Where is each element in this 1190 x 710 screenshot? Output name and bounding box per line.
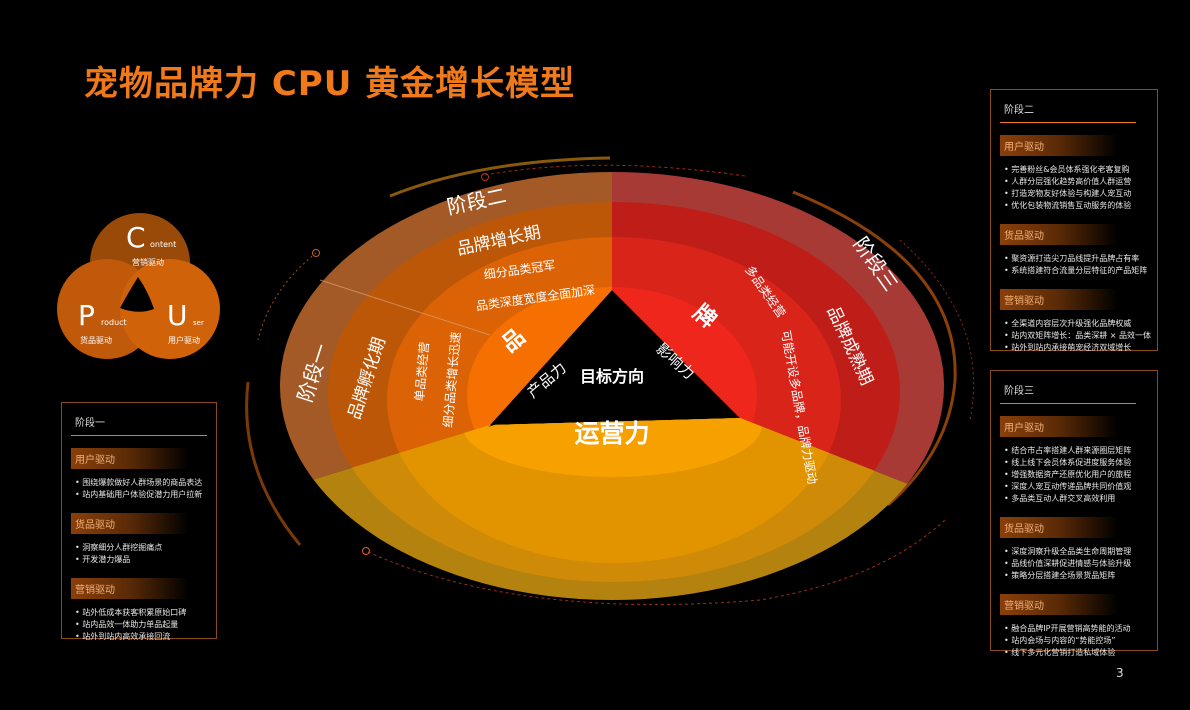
panel-section-header: 用户驱动 [71,448,189,469]
list-item: 线上线下会员体系促进度服务体验 [1004,457,1148,469]
panel-title: 阶段一 [71,411,207,436]
panel-title: 阶段二 [1000,98,1136,123]
list-item: 策略分层搭建全场景货品矩阵 [1004,570,1148,582]
list-item: 系统搭建符合流量分层特征的产品矩阵 [1004,265,1148,277]
panel-list: 结合市占率搭建人群来源圈层矩阵线上线下会员体系促进度服务体验增强数据资产还原优化… [1000,445,1148,505]
list-item: 站内基础用户体验促潜力用户拉新 [75,489,207,501]
list-item: 多品类互动人群交叉高效利用 [1004,493,1148,505]
venn-c-label: 营销驱动 [132,257,164,267]
decor-arc-top-dashed [484,164,746,177]
panel-list: 围绕爆款做好人群场景的商品表达站内基础用户体验促潜力用户拉新 [71,477,207,501]
venn-c-word: ontent [150,240,176,249]
panel-list: 深度洞察升级全品类生命周期管理品线价值深耕促进情感与体验升级策略分层搭建全场景货… [1000,546,1148,582]
venn-u-word: ser [193,319,204,327]
list-item: 人群分层强化趋势高价值人群运营 [1004,176,1148,188]
venn-center [120,277,154,312]
decor-dot [312,249,320,257]
venn-p-letter: P [78,299,95,332]
list-item: 品线价值深耕促进情感与体验升级 [1004,558,1148,570]
panel-list: 完善粉丝&会员体系强化老客复购人群分层强化趋势高价值人群运营打造宠物友好体验与构… [1000,164,1148,212]
decor-dot [362,547,370,555]
panel-list: 融合品牌IP开展营销高势能的活动站内会场与内容的“势能控场”线下多元化营销打造私… [1000,623,1148,659]
list-item: 增强数据资产还原优化用户的旅程 [1004,469,1148,481]
list-item: 打造宠物友好体验与构建人宠互动 [1004,188,1148,200]
panel-section-header: 营销驱动 [1000,594,1118,615]
venn-p-word: roduct [101,318,127,327]
list-item: 融合品牌IP开展营销高势能的活动 [1004,623,1148,635]
list-item: 站内品效一体助力单品起量 [75,619,207,631]
venn-u-label: 用户驱动 [168,335,200,345]
list-item: 完善粉丝&会员体系强化老客复购 [1004,164,1148,176]
target-direction-core [488,290,740,427]
list-item: 深度洞察升级全品类生命周期管理 [1004,546,1148,558]
decor-arc-left [245,381,302,546]
list-item: 聚资源打造尖刀品线提升品牌占有率 [1004,253,1148,265]
panel-list: 站外低成本获客积累原始口碑站内品效一体助力单品起量站外到站内高效承接回流 [71,607,207,643]
decor-arc-top [389,156,611,198]
ops-label: 运营力 [574,419,649,448]
center-label: 目标方向 [580,367,644,386]
stage2-panel: 阶段二用户驱动完善粉丝&会员体系强化老客复购人群分层强化趋势高价值人群运营打造宠… [990,89,1158,354]
venn-u-letter: U [167,299,188,332]
list-item: 站内双矩阵增长：品类深耕 × 品效一体 [1004,330,1151,342]
stage3-panel: 阶段三用户驱动结合市占率搭建人群来源圈层矩阵线上线下会员体系促进度服务体验增强数… [990,370,1158,657]
decor-arc-right-dashed [899,239,975,421]
venn-circle-user [120,259,220,359]
list-item: 站外低成本获客积累原始口碑 [75,607,207,619]
panel-section-header: 用户驱动 [1000,416,1118,437]
venn-c-letter: C [126,221,146,254]
list-item: 站内会场与内容的“势能控场” [1004,635,1148,647]
list-item: 围绕爆款做好人群场景的商品表达 [75,477,207,489]
panel-title: 阶段三 [1000,379,1136,404]
list-item: 优化包装物流销售互动服务的体验 [1004,200,1148,212]
panel-list: 洞察细分人群挖掘痛点开发潜力爆品 [71,542,207,566]
decor-dot [481,173,489,181]
panel-section-header: 用户驱动 [1000,135,1118,156]
page-number: 3 [1116,666,1124,680]
panel-section-header: 营销驱动 [71,578,189,599]
stage1-panel: 阶段一用户驱动围绕爆款做好人群场景的商品表达站内基础用户体验促潜力用户拉新货品驱… [61,402,217,641]
list-item: 深度人宠互动传递品牌共同价值观 [1004,481,1148,493]
panel-list: 聚资源打造尖刀品线提升品牌占有率系统搭建符合流量分层特征的产品矩阵 [1000,253,1148,277]
panel-section-header: 货品驱动 [71,513,189,534]
panel-section-header: 货品驱动 [1000,224,1118,245]
decor-arc-bottom-dashed [367,519,946,606]
page-title: 宠物品牌力 CPU 黄金增长模型 [84,64,576,104]
decor-arc-left-dashed [257,252,317,341]
list-item: 结合市占率搭建人群来源圈层矩阵 [1004,445,1148,457]
panel-list: 全渠道内容层次升级强化品牌权威站内双矩阵增长：品类深耕 × 品效一体站外到站内承… [1000,318,1151,354]
venn-p-label: 货品驱动 [80,335,112,345]
list-item: 线下多元化营销打造私域体验 [1004,647,1148,659]
panel-section-header: 营销驱动 [1000,289,1118,310]
list-item: 站外到站内高效承接回流 [75,631,207,643]
stage1-line1: 单品类经营 [412,341,431,402]
list-item: 全渠道内容层次升级强化品牌权威 [1004,318,1148,330]
list-item: 站外到站内承接萌宠经济双域增长 [1004,342,1148,354]
panel-section-header: 货品驱动 [1000,517,1118,538]
list-item: 开发潜力爆品 [75,554,207,566]
cpu-venn-diagram: C ontent 营销驱动 P roduct 货品驱动 U ser 用户驱动 [57,213,220,359]
operations-sector [280,418,944,600]
list-item: 洞察细分人群挖掘痛点 [75,542,207,554]
decor-arc-right [792,190,957,507]
